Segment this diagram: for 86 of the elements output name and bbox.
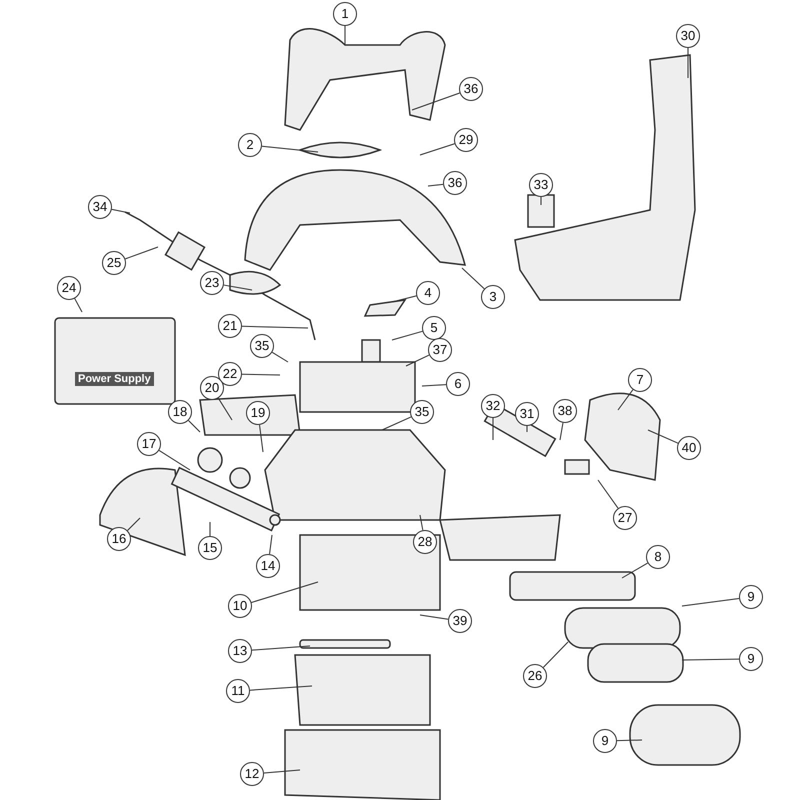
callout-number: 23 [200,271,224,295]
callout-number: 5 [422,316,446,340]
leader-line [616,740,642,742]
leader-line [111,208,130,214]
leader-line [618,389,634,410]
leader-line [223,284,252,290]
leader-line [622,562,648,578]
leader-line [462,268,485,290]
callout-number: 37 [428,338,452,362]
leader-line [263,770,300,774]
leader-line [560,422,564,440]
leader-line [428,184,444,186]
leader-line [412,92,460,110]
leader-line [242,326,308,328]
callout-number: 6 [446,372,470,396]
callout-number: 36 [443,171,467,195]
callout-number: 38 [553,399,577,423]
callout-number: 11 [226,679,250,703]
callout-number: 32 [481,394,505,418]
callout-number: 2 [238,133,262,157]
callout-number: 18 [168,400,192,424]
callout-number: 8 [646,545,670,569]
leader-line [682,598,740,606]
leader-line [598,480,619,509]
callout-number: 35 [250,334,274,358]
leader-line [124,246,158,260]
callout-number: 10 [228,594,252,618]
leader-line [249,686,312,691]
callout-number: 33 [529,173,553,197]
callout-number: 28 [413,530,437,554]
callout-number: 14 [256,554,280,578]
leader-line [126,518,140,532]
callout-number: 7 [628,368,652,392]
callout-number: 13 [228,639,252,663]
leader-line [158,450,190,470]
leader-line [250,582,318,603]
callout-number: 36 [459,77,483,101]
leader-line [422,384,447,386]
leader-line [392,295,417,302]
leader-line [251,646,310,651]
leader-line [682,658,740,660]
product-label: Power Supply [75,372,154,386]
callout-number: 17 [137,432,161,456]
callout-number: 25 [102,251,126,275]
leader-line [261,146,318,152]
callout-number: 27 [613,506,637,530]
callout-number: 24 [57,276,81,300]
callout-number: 21 [218,314,242,338]
callout-number: 31 [515,402,539,426]
leader-line [420,614,449,620]
callout-number: 34 [88,195,112,219]
leader-line [188,420,200,432]
callout-number: 39 [448,609,472,633]
callout-number: 29 [454,128,478,152]
callout-number: 35 [410,400,434,424]
leader-line [269,534,272,555]
leader-line [648,430,678,444]
leader-line [259,424,264,452]
leader-line [406,354,430,366]
leader-line [272,352,288,362]
callout-number: 22 [218,362,242,386]
callout-number: 40 [677,436,701,460]
callout-number: 9 [739,585,763,609]
leader-line [420,143,456,156]
callout-number: 4 [416,281,440,305]
leader-line [344,26,346,46]
callout-number: 16 [107,527,131,551]
leader-line [392,330,423,340]
leader-line [382,416,412,430]
callout-number: 1 [333,2,357,26]
leader-line [526,426,528,432]
leader-line [492,418,494,440]
leader-line [74,298,82,312]
leader-line [242,374,280,376]
leader-line [542,642,568,668]
callout-number: 9 [739,647,763,671]
callout-number: 3 [481,285,505,309]
callout-number: 20 [200,376,224,400]
leader-line [540,196,542,206]
callout-number: 9 [593,729,617,753]
callout-number: 15 [198,536,222,560]
callout-number: 26 [523,664,547,688]
callout-number: 12 [240,762,264,786]
leader-line [420,514,424,531]
leader-line [218,398,232,420]
callout-number: 30 [676,24,700,48]
